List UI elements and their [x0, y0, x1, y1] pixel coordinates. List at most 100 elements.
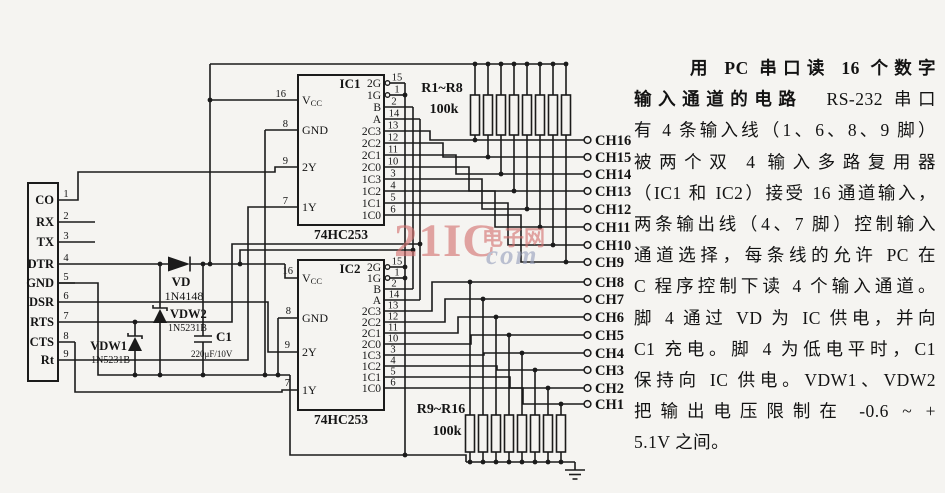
- connector-pin-label: CTS: [30, 335, 54, 349]
- ic-pin-label: 2C2: [362, 138, 381, 150]
- ic-pin-label: 1G: [367, 273, 381, 285]
- ic-pin-number: 2: [391, 279, 396, 290]
- resistor-body: [482, 94, 494, 136]
- connector-pin-number: 9: [63, 349, 68, 360]
- db9-connector-box: [27, 182, 59, 382]
- channel-wire: [402, 202, 584, 246]
- zener2-ref: VDW2: [170, 307, 207, 321]
- annotation-text-segment: 被两个双 4 输入多路复用器: [634, 151, 936, 172]
- diode-ref: VD: [172, 274, 191, 289]
- channel-wire: [402, 316, 584, 334]
- channel-label: CH3: [595, 363, 624, 379]
- capacitor-ref: C1: [216, 329, 232, 344]
- ic-pin-label: B: [373, 102, 381, 114]
- ic-pin-number: 15: [392, 257, 403, 268]
- junction-dot: [262, 372, 268, 378]
- ic-pin-label: 2C3: [362, 306, 381, 318]
- ic-pin-number: 7: [285, 378, 290, 389]
- annotation-text-segment: （IC1 和 IC2）接受 16 通道输入，: [634, 182, 936, 203]
- channel-terminal: [583, 222, 592, 232]
- annotation-bold-text: 输入通道的电路: [634, 89, 803, 110]
- channel-terminal: [583, 330, 592, 340]
- channel-label: CH8: [595, 275, 624, 291]
- ic-pin-number: 2: [391, 97, 396, 108]
- diode-part: 1N4148: [165, 289, 204, 303]
- channel-label: CH7: [595, 292, 624, 308]
- connector-pin-label: GND: [26, 276, 54, 290]
- zener-triangle: [128, 337, 142, 351]
- ic-pin-number: 3: [390, 169, 395, 180]
- connector-pin-number: 1: [63, 189, 68, 200]
- connector-pin-number: 2: [63, 211, 68, 222]
- junction-dot: [485, 61, 491, 67]
- channel-wire: [402, 352, 584, 356]
- ic-pin-label: GND: [302, 123, 328, 137]
- ic-pin-label: 1C3: [362, 174, 381, 186]
- zener-bar: [152, 305, 168, 311]
- ic-pin-number: 16: [276, 89, 287, 100]
- rbank-top-value: 100k: [430, 102, 459, 117]
- annotation-line: 输入通道的电路 RS-232 串口: [634, 84, 936, 115]
- connector-pin-label: RX: [36, 215, 54, 229]
- ic-part-number: 74HC253: [314, 227, 368, 242]
- ic-pin-number: 7: [283, 196, 288, 207]
- ic-pin-label: 2Y: [302, 345, 317, 359]
- ic-pin-number: 14: [389, 109, 400, 120]
- junction-dot: [402, 264, 408, 270]
- ic-pin-label: 1C2: [362, 186, 381, 198]
- ic-pin-number: 13: [388, 121, 399, 132]
- gnd-rail: [58, 282, 290, 376]
- resistor-body: [503, 414, 515, 453]
- channel-terminal: [583, 240, 592, 250]
- channel-wire: [402, 387, 584, 405]
- channel-wire: [402, 281, 584, 312]
- ic-pin-number: 12: [388, 312, 399, 323]
- ic-pin-number: 5: [390, 367, 395, 378]
- junction-dot: [498, 61, 504, 67]
- annotation-text: 用 PC 串口读 16 个数字输入通道的电路 RS-232 串口有 4 条输入线…: [634, 53, 936, 458]
- junction-dot: [402, 275, 408, 281]
- ic-pin-number: 12: [388, 133, 399, 144]
- annotation-text-segment: C1 充电。脚 4 为低电平时，C1: [634, 338, 936, 359]
- ic-pin-number: 10: [388, 157, 399, 168]
- channel-terminal: [583, 152, 592, 162]
- junction-dot: [402, 452, 408, 458]
- channel-label: CH2: [595, 381, 624, 397]
- rbank-top-ref: R1~R8: [421, 81, 463, 96]
- junction-dot: [237, 261, 243, 267]
- annotation-text-segment: 5.1V 之间。: [634, 432, 730, 453]
- connector-pin-label: CO: [35, 193, 54, 207]
- channel-label: CH11: [595, 220, 630, 236]
- ic-pin-number: 6: [390, 378, 395, 389]
- ic-pin-number: 4: [390, 356, 396, 367]
- channel-wire: [402, 214, 584, 263]
- ic-pin-number: 3: [390, 345, 395, 356]
- ic-pin-label: 1C1: [362, 372, 381, 384]
- ic-pin-label: 1C3: [362, 350, 381, 362]
- junction-dot: [537, 61, 543, 67]
- resistor-body: [534, 94, 546, 136]
- channel-wire: [402, 298, 584, 323]
- annotation-line: 通道选择，每条线的允许 PC 在: [634, 240, 936, 271]
- inversion-bubble: [384, 80, 391, 86]
- channel-terminal: [583, 257, 592, 267]
- resistor-body: [490, 414, 502, 453]
- ic-pin-number: 9: [285, 340, 290, 351]
- ic-pin-number: 1: [394, 85, 399, 96]
- ic-pin-number: 15: [392, 73, 403, 84]
- ic-pin-label: A: [373, 295, 382, 307]
- channel-terminal: [583, 383, 592, 393]
- annotation-line: 5.1V 之间。: [634, 427, 936, 458]
- channel-terminal: [583, 135, 592, 145]
- ic-part-number: 74HC253: [314, 412, 368, 427]
- resistor-body: [521, 94, 533, 136]
- dsr-to-ic2-2y: [75, 301, 298, 353]
- channel-wire: [402, 130, 584, 141]
- channel-label: CH12: [595, 202, 631, 218]
- channel-wire: [402, 365, 584, 371]
- junction-dot: [550, 61, 556, 67]
- ic-pin-label: 2Y: [302, 160, 317, 174]
- connector-pin-number: 5: [63, 272, 68, 283]
- channel-label: CH4: [595, 346, 624, 362]
- channel-terminal: [583, 186, 592, 196]
